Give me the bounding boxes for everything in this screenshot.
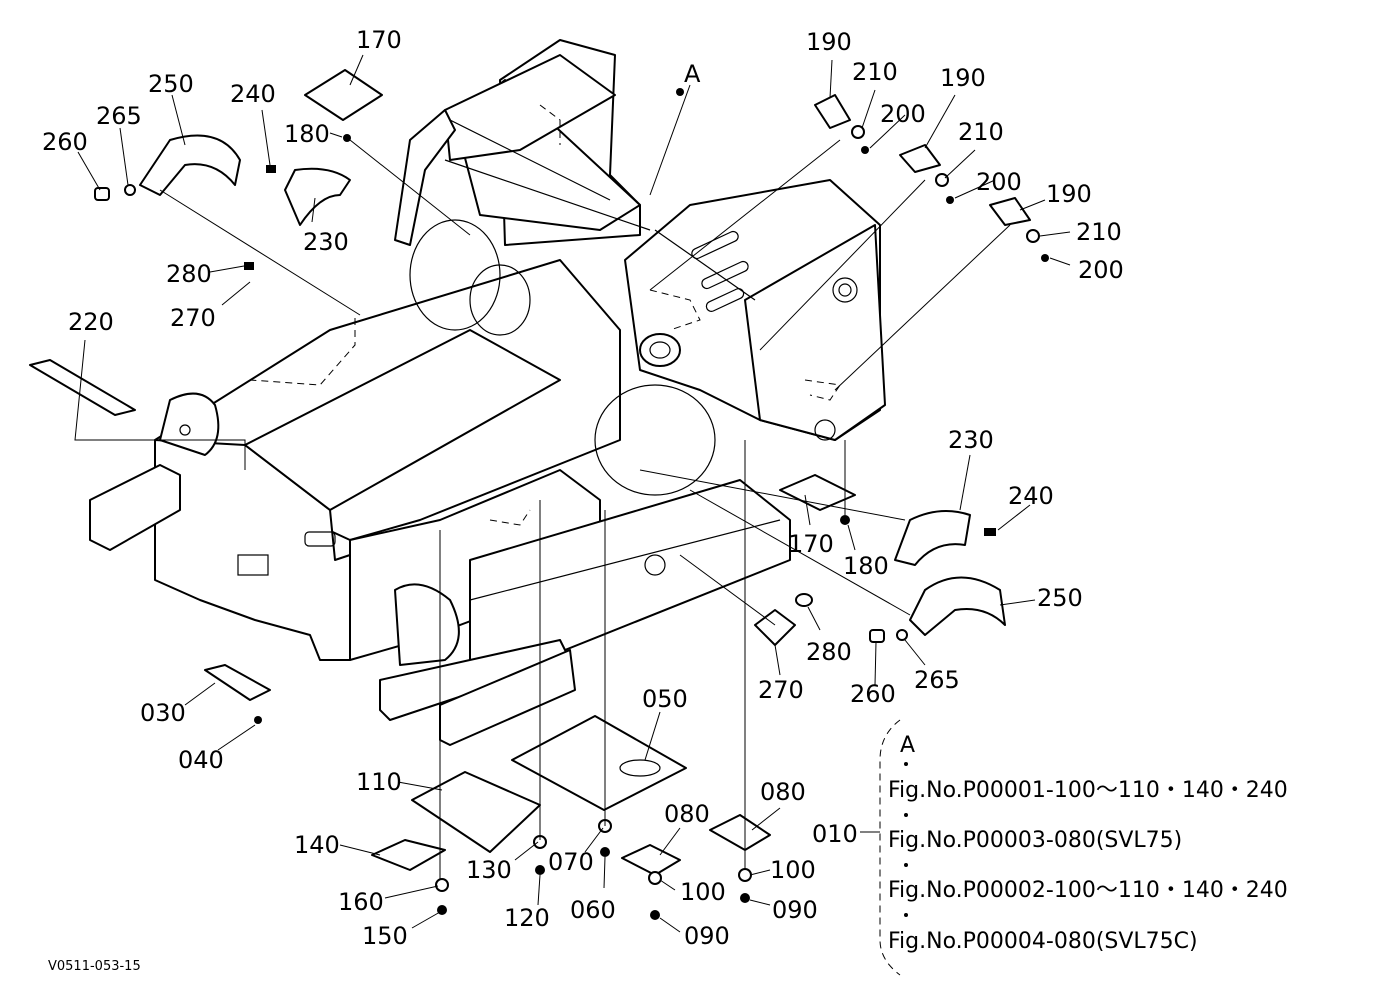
callout-080: 080 [760, 778, 806, 806]
callout-190: 190 [1046, 180, 1092, 208]
bullet-dot [904, 813, 908, 817]
callout-090: 090 [772, 896, 818, 924]
callout-190: 190 [940, 64, 986, 92]
reference-line-2: Fig.No.P00003-080(SVL75) [888, 828, 1182, 853]
reference-line-1: Fig.No.P00001-100～110・140・240 [888, 778, 1288, 803]
reference-line-4: Fig.No.P00004-080(SVL75C) [888, 929, 1198, 954]
callout-180: 180 [284, 120, 330, 148]
callout-270: 270 [170, 304, 216, 332]
callout-190: 190 [806, 28, 852, 56]
callout-090: 090 [684, 922, 730, 950]
parts-small [29, 69, 1049, 920]
callout-030: 030 [140, 699, 186, 727]
bullet-dot [904, 762, 908, 766]
callout-labels: 170180250265260240230280270220A190210200… [42, 26, 1124, 950]
callout-265: 265 [914, 666, 960, 694]
callout-250: 250 [1037, 584, 1083, 612]
callout-240: 240 [230, 80, 276, 108]
callout-260: 260 [850, 680, 896, 708]
leader-lines [74, 54, 1071, 933]
reference-line-3: Fig.No.P00002-100～110・140・240 [888, 878, 1288, 903]
callout-120: 120 [504, 904, 550, 932]
bullet-dot [904, 913, 908, 917]
callout-270: 270 [758, 676, 804, 704]
reference-box: A Fig.No.P00001-100～110・140・240 Fig.No.P… [862, 719, 1288, 976]
callout-200: 200 [976, 168, 1022, 196]
point-a-marker [676, 88, 684, 96]
callout-110: 110 [356, 768, 402, 796]
callout-250: 250 [148, 70, 194, 98]
callout-230: 230 [303, 228, 349, 256]
callout-060: 060 [570, 896, 616, 924]
callout-130: 130 [466, 856, 512, 884]
callout-080: 080 [664, 800, 710, 828]
callout-200: 200 [1078, 256, 1124, 284]
callout-210: 210 [852, 58, 898, 86]
callout-100: 100 [680, 878, 726, 906]
callout-100: 100 [770, 856, 816, 884]
callout-150: 150 [362, 922, 408, 950]
callout-240: 240 [1008, 482, 1054, 510]
callout-180: 180 [843, 552, 889, 580]
callout-210: 210 [1076, 218, 1122, 246]
drawing-code: V0511-053-15 [48, 959, 141, 974]
callout-210: 210 [958, 118, 1004, 146]
callout-265: 265 [96, 102, 142, 130]
callout-280: 280 [166, 260, 212, 288]
callout-260: 260 [42, 128, 88, 156]
bullet-dot [904, 863, 908, 867]
callout-160: 160 [338, 888, 384, 916]
callout-050: 050 [642, 685, 688, 713]
callout-010: 010 [812, 820, 858, 848]
callout-230: 230 [948, 426, 994, 454]
callout-040: 040 [178, 746, 224, 774]
callout-280: 280 [806, 638, 852, 666]
callout-A: A [684, 60, 701, 88]
callout-220: 220 [68, 308, 114, 336]
callout-070: 070 [548, 848, 594, 876]
callout-200: 200 [880, 100, 926, 128]
callout-170: 170 [356, 26, 402, 54]
reference-title: A [900, 733, 915, 758]
callout-140: 140 [294, 831, 340, 859]
main-frame [89, 39, 886, 746]
callout-170: 170 [788, 530, 834, 558]
